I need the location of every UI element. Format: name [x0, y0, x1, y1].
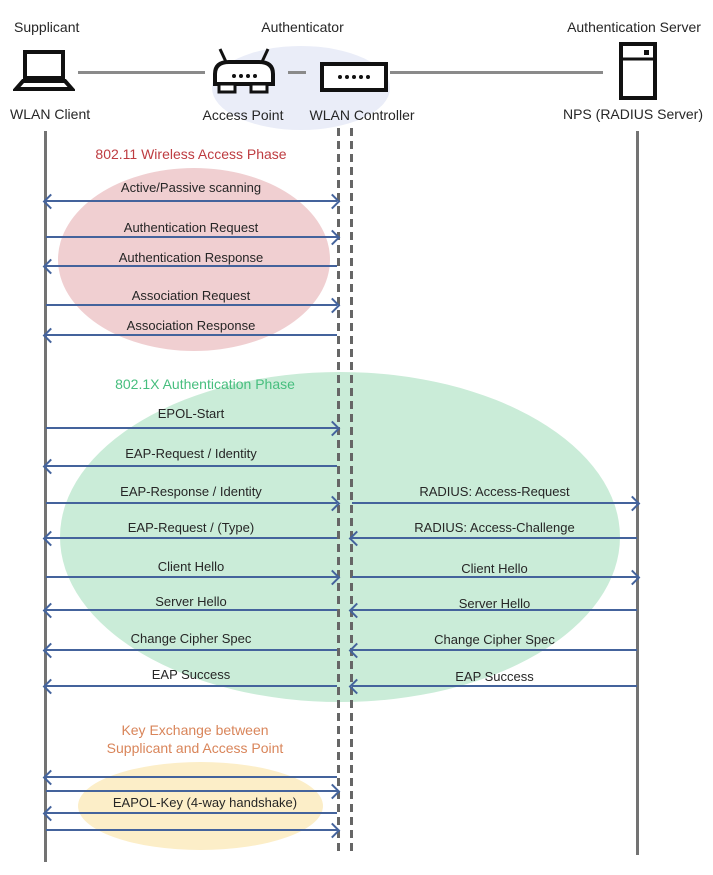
- message-arrow-right: [46, 569, 341, 586]
- message-arrow-left: [42, 769, 337, 786]
- message-arrow-left: [42, 642, 337, 659]
- message-arrow-left: [42, 602, 337, 619]
- message-arrow-left: [42, 530, 337, 547]
- message-arrow-right: [46, 420, 341, 437]
- message-arrow-left: [42, 258, 337, 275]
- device-label-wlan-controller: WLAN Controller: [309, 107, 415, 123]
- message-arrow-right: [46, 822, 341, 839]
- message-arrow-both: [42, 193, 341, 210]
- message-arrow-right: [46, 495, 341, 512]
- server-icon: [618, 42, 658, 100]
- phase2-title: 802.1X Authentication Phase: [115, 376, 295, 392]
- lifeline-nps: [636, 131, 639, 855]
- message-label: Change Cipher Spec: [434, 632, 555, 647]
- message-arrow-left: [348, 678, 637, 695]
- connector-line: [390, 71, 603, 74]
- message-arrow-right: [352, 569, 641, 586]
- message-label: Authentication Response: [118, 250, 264, 265]
- connector-line: [78, 71, 205, 74]
- actor-role-supplicant: Supplicant: [14, 19, 80, 35]
- phase1-ellipse: [58, 168, 330, 351]
- device-label-nps: NPS (RADIUS Server): [562, 106, 704, 122]
- message-arrow-left: [348, 530, 637, 547]
- message-arrow-left: [348, 642, 637, 659]
- message-arrow-left: [42, 458, 337, 475]
- message-arrow-left: [42, 327, 337, 344]
- phase1-title: 802.11 Wireless Access Phase: [95, 146, 287, 162]
- device-label-wlan-client: WLAN Client: [10, 106, 91, 122]
- message-arrow-left: [348, 602, 637, 619]
- phase3-title-line2: Supplicant and Access Point: [106, 740, 284, 756]
- message-label: Server Hello: [155, 594, 227, 609]
- phase3-title-line1: Key Exchange between: [121, 722, 269, 738]
- message-label: Association Response: [126, 318, 256, 333]
- message-arrow-left: [42, 678, 337, 695]
- access-point-icon: [207, 48, 281, 96]
- message-label: RADIUS: Access-Challenge: [414, 520, 575, 535]
- message-label: Active/Passive scanning: [120, 180, 262, 195]
- wlan-controller-icon: [320, 62, 388, 92]
- message-label: EAP-Response / Identity: [120, 484, 262, 499]
- device-label-access-point: Access Point: [202, 107, 284, 123]
- message-arrow-left: [42, 805, 337, 822]
- message-label: EPOL-Start: [157, 406, 225, 421]
- message-label: RADIUS: Access-Request: [419, 484, 570, 499]
- message-arrow-right: [46, 229, 341, 246]
- message-arrow-right: [46, 783, 341, 800]
- message-label: Change Cipher Spec: [130, 631, 252, 646]
- message-label: EAPOL-Key (4-way handshake): [112, 795, 298, 810]
- message-label: EAP-Request / (Type): [127, 520, 255, 535]
- message-label: Association Request: [131, 288, 251, 303]
- lifeline-controller-dash-1: [337, 128, 340, 856]
- message-label: Server Hello: [458, 596, 531, 611]
- message-label: Client Hello: [157, 559, 225, 574]
- message-label: Authentication Request: [123, 220, 259, 235]
- message-arrow-right: [352, 495, 641, 512]
- lifeline-controller-dash-2: [350, 128, 353, 856]
- lifeline-wlan-client: [44, 131, 47, 862]
- message-label: Client Hello: [461, 561, 528, 576]
- message-label: EAP Success: [151, 667, 231, 682]
- message-label: EAP Success: [455, 669, 534, 684]
- message-label: EAP-Request / Identity: [125, 446, 257, 461]
- actor-role-auth-server: Authentication Server: [567, 19, 701, 35]
- connector-line: [288, 71, 306, 74]
- actor-role-authenticator: Authenticator: [261, 19, 344, 35]
- laptop-icon: [13, 50, 75, 92]
- message-arrow-right: [46, 297, 341, 314]
